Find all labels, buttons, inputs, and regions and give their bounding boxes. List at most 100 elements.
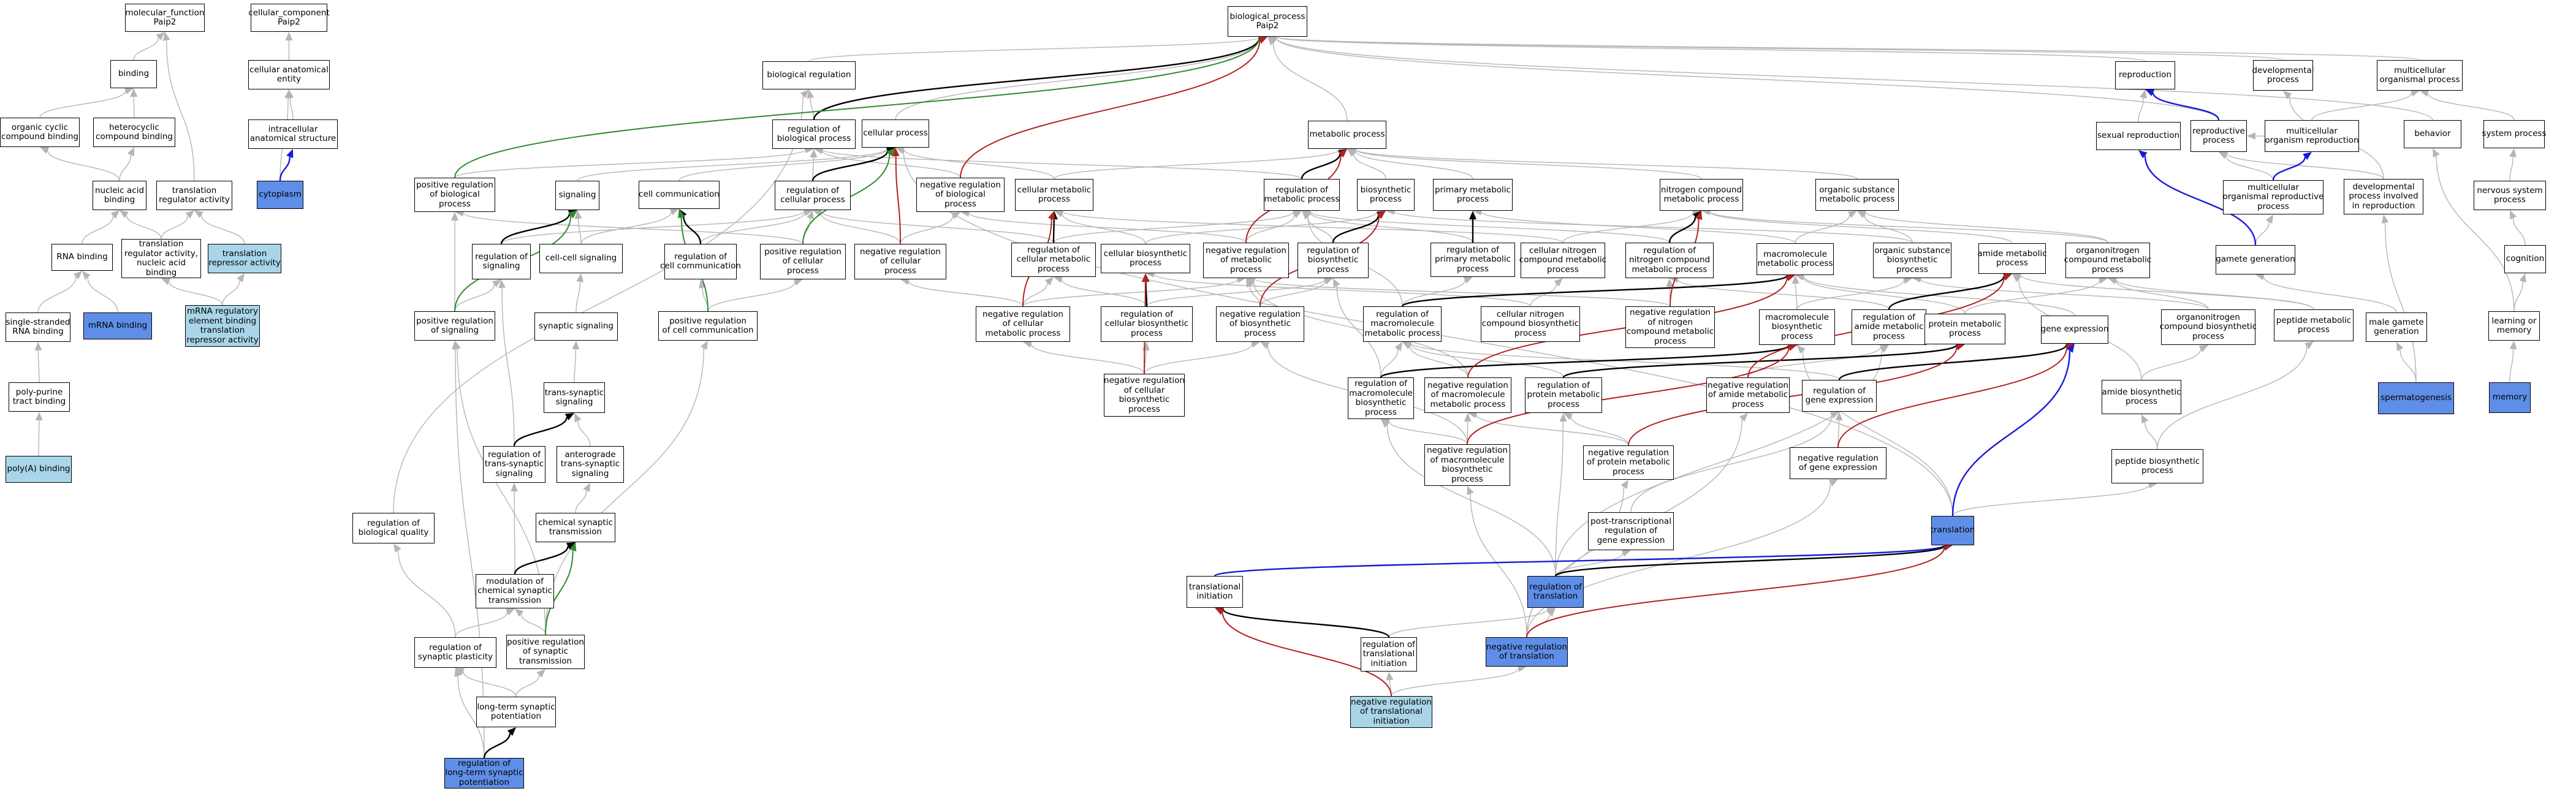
go-term-node[interactable]: signaling [555,181,599,210]
go-term-node[interactable]: cellular process [862,119,929,148]
go-term-node[interactable]: gene expression [2041,316,2108,344]
go-term-node[interactable]: sexual reproduction [2096,122,2181,150]
go-term-node[interactable]: behavior [2404,120,2461,148]
go-term-node[interactable]: poly(A) binding [6,456,72,483]
go-term-node[interactable]: cytoplasm [257,181,303,209]
go-term-node[interactable]: cognition [2504,245,2546,273]
go-term-node[interactable]: RNA binding [51,244,113,271]
go-term-node[interactable]: synaptic signaling [534,312,618,341]
go-term-node[interactable]: metabolic process [1308,121,1386,149]
go-term-node[interactable]: mRNA binding [83,312,152,339]
go-term-node[interactable]: cell-cell signaling [539,244,623,273]
go-term-node[interactable]: reproduction [2115,61,2175,89]
go-term-node[interactable]: cell communication [639,181,720,209]
go-term-node[interactable]: gamete generation [2216,245,2295,274]
go-term-node[interactable]: memory [2489,382,2531,413]
go-term-node[interactable]: binding [110,60,157,88]
go-term-node[interactable]: spermatogenesis [2378,382,2454,414]
go-term-node[interactable]: biological regulation [762,61,856,89]
go-term-node[interactable]: translation [1931,516,1975,545]
